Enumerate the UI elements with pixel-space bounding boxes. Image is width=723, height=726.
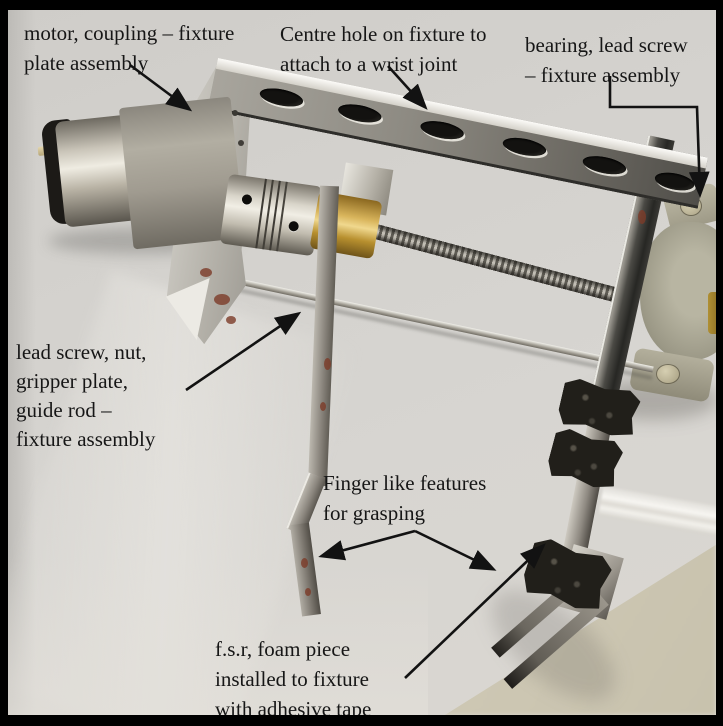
bearing-body <box>640 222 716 360</box>
lead-screw <box>351 218 631 306</box>
label-line: fixture assembly <box>16 427 156 451</box>
rail-hole-6 <box>653 169 696 194</box>
label-line: – fixture assembly <box>525 63 681 87</box>
rust-finger-3 <box>301 558 308 568</box>
rust-finger-1 <box>324 358 331 370</box>
label-lead-screw-assembly: lead screw, nut, gripper plate, guide ro… <box>16 338 155 454</box>
rail-hole-5 <box>581 152 628 178</box>
rail-hole-4 <box>501 134 548 160</box>
bearing-bottom-screw <box>656 364 680 384</box>
label-line: with adhesive tape <box>215 697 372 715</box>
rust-rail <box>638 210 646 224</box>
label-line: plate assembly <box>24 51 149 75</box>
arrow-finger-left <box>318 529 416 561</box>
coupling-setscrew-2 <box>288 220 300 232</box>
plate-hole-2 <box>238 140 244 146</box>
label-line: gripper plate, <box>16 369 128 393</box>
fabric-light-bottom-left <box>8 560 428 715</box>
rail-hole-2 <box>336 101 383 126</box>
label-centre-hole: Centre hole on fixture to attach to a wr… <box>280 19 486 79</box>
rail-hole-1 <box>258 85 305 110</box>
label-line: Finger like features <box>323 471 487 495</box>
shaft-coupling <box>219 173 323 257</box>
bearing-side-screw <box>708 292 716 334</box>
label-line: for grasping <box>323 501 426 525</box>
rust-finger-2 <box>320 402 326 411</box>
label-line: motor, coupling – fixture <box>24 21 235 45</box>
coupling-setscrew-1 <box>241 193 253 206</box>
rail-hole-3 <box>418 117 466 143</box>
label-motor-coupling: motor, coupling – fixture plate assembly <box>24 18 234 78</box>
plate-hole-1 <box>232 110 238 116</box>
rust-plate-2 <box>214 294 230 305</box>
label-fsr: f.s.r, foam piece installed to fixture w… <box>215 634 371 715</box>
rust-plate-1 <box>200 268 212 277</box>
clear-tube <box>598 486 716 540</box>
label-line: f.s.r, foam piece <box>215 637 351 661</box>
label-line: attach to a wrist joint <box>280 52 458 76</box>
label-line: bearing, lead screw <box>525 33 688 57</box>
rust-finger-4 <box>305 588 311 596</box>
label-line: installed to fixture <box>215 667 369 691</box>
label-bearing: bearing, lead screw – fixture assembly <box>525 30 688 90</box>
photo-area: motor, coupling – fixture plate assembly… <box>8 10 716 715</box>
label-line: Centre hole on fixture to <box>280 22 487 46</box>
rust-plate-3 <box>226 316 236 324</box>
label-line: guide rod – <box>16 398 112 422</box>
label-line: lead screw, nut, <box>16 340 147 364</box>
label-finger-features: Finger like features for grasping <box>323 468 486 528</box>
